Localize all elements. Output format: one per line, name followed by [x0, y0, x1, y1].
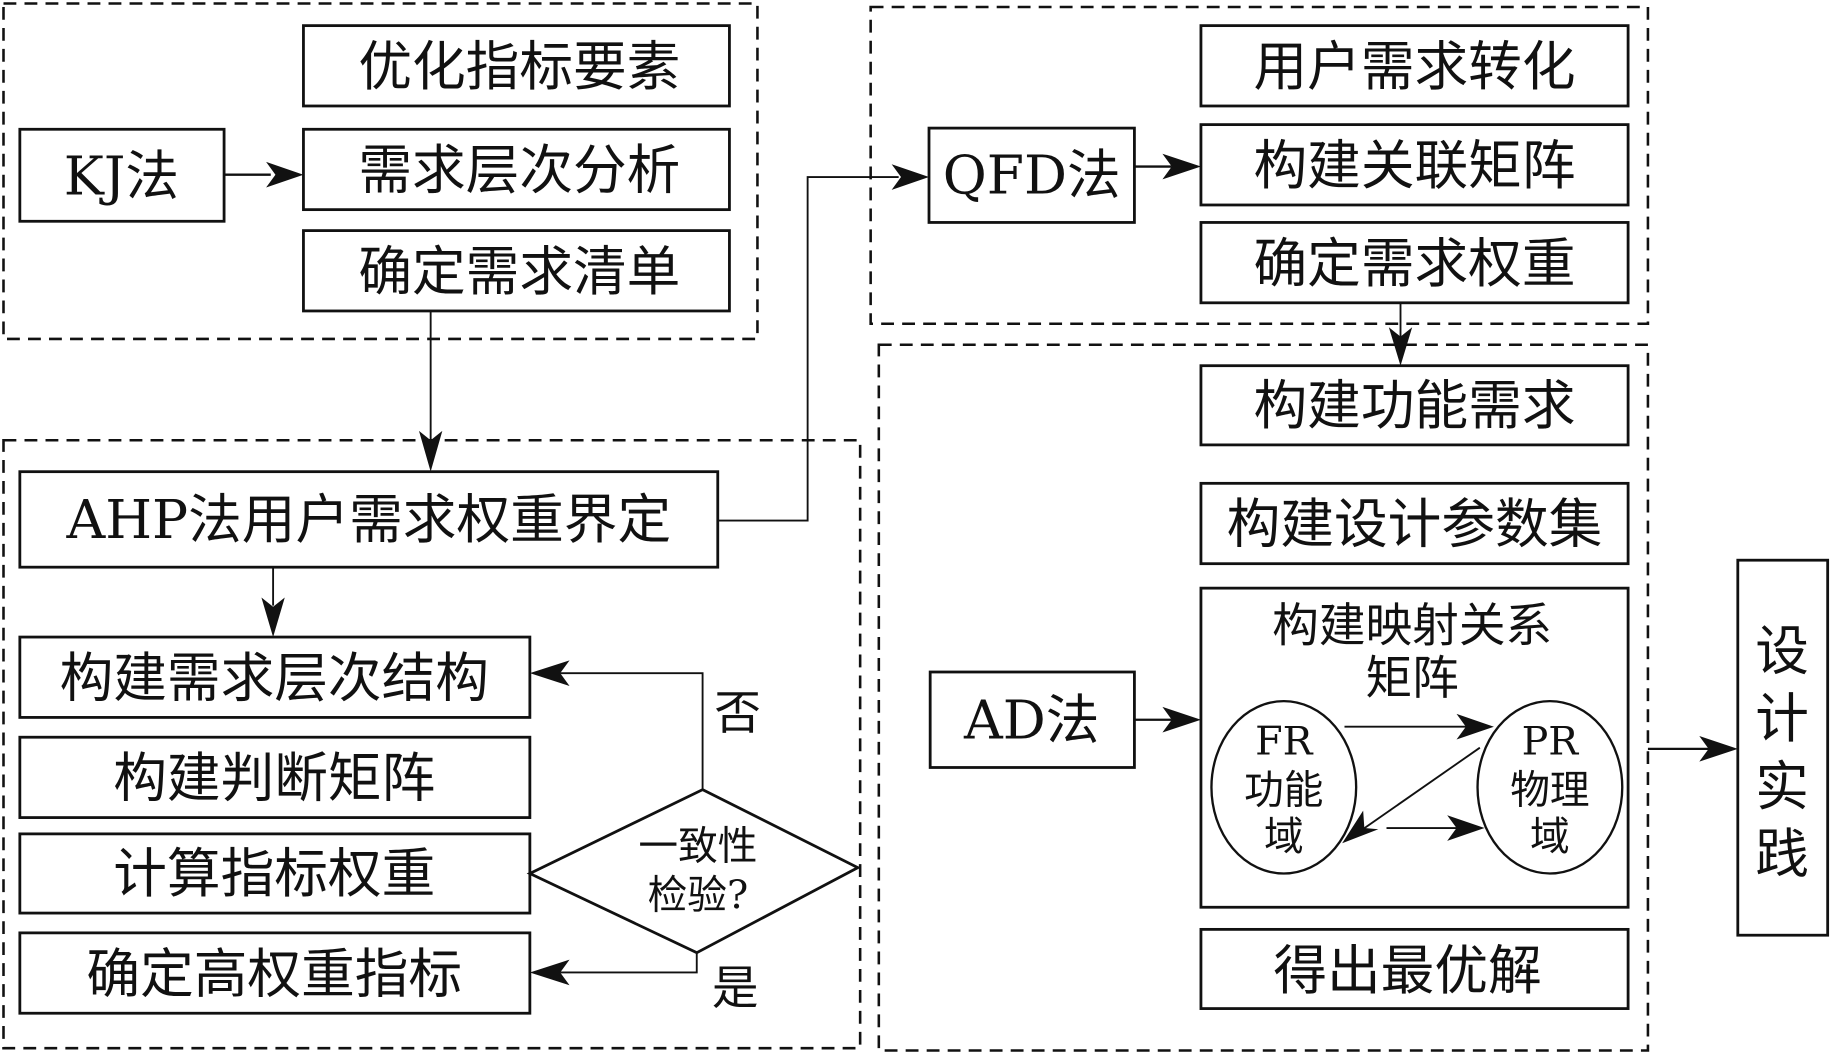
kj-step-optimize-indicators[interactable]: 优化指标要素 — [302, 24, 731, 108]
fr-line1: 功能 — [1244, 768, 1323, 814]
practice-char: 践 — [1755, 822, 1809, 885]
practice-char: 计 — [1755, 687, 1809, 750]
ad-step-functional-requirements[interactable]: 构建功能需求 — [1199, 364, 1630, 447]
ad-group-frame — [877, 343, 1650, 1052]
design-practice-node[interactable]: 设 计 实 践 — [1736, 558, 1830, 937]
arrow-ad-to-practice — [1647, 736, 1738, 762]
ahp-step-label: 确定高权重指标 — [86, 942, 462, 1005]
arrow-fr-to-pr-lower — [1386, 815, 1485, 841]
ahp-step-compute-weights[interactable]: 计算指标权重 — [18, 832, 532, 915]
fr-code: FR — [1255, 719, 1314, 765]
qfd-group-frame — [869, 5, 1650, 326]
decision-line2: 检验? — [648, 872, 749, 918]
mapping-title-line2: 矩阵 — [1366, 651, 1459, 705]
arrow-qfd-to-matrix — [1134, 153, 1201, 180]
qfd-step-label: 确定需求权重 — [1254, 232, 1576, 295]
arrow-ahp-to-hierarchy — [261, 567, 285, 638]
qfd-step-label: 构建关联矩阵 — [1254, 134, 1576, 197]
ahp-step-high-weight-indicators[interactable]: 确定高权重指标 — [18, 931, 532, 1015]
arrow-list-to-ahp — [418, 310, 443, 472]
fr-domain-node[interactable]: FR 功能 域 — [1210, 699, 1358, 875]
ahp-step-build-hierarchy[interactable]: 构建需求层次结构 — [18, 635, 532, 719]
ahp-step-label: 计算指标权重 — [113, 842, 435, 905]
qfd-step-requirement-weights[interactable]: 确定需求权重 — [1199, 221, 1630, 305]
qfd-step-relation-matrix[interactable]: 构建关联矩阵 — [1199, 123, 1630, 207]
ad-method-node[interactable]: AD法 — [928, 670, 1136, 769]
kj-step-label: 确定需求清单 — [358, 240, 680, 303]
ahp-method-label: AHP法用户需求权重界定 — [65, 488, 671, 551]
kj-step-requirement-list[interactable]: 确定需求清单 — [302, 229, 731, 313]
ad-step-label: 构建功能需求 — [1254, 374, 1576, 437]
ad-result-optimal-solution[interactable]: 得出最优解 — [1199, 927, 1630, 1010]
pr-code: PR — [1522, 719, 1580, 765]
ad-step-design-parameters[interactable]: 构建设计参数集 — [1199, 481, 1630, 566]
arrow-ahp-to-qfd — [717, 164, 930, 522]
ahp-step-label: 构建判断矩阵 — [113, 747, 435, 810]
arrow-kj-to-analysis — [224, 161, 304, 188]
consistency-check-decision[interactable]: 一致性 检验? — [526, 788, 861, 955]
qfd-method-node[interactable]: QFD法 — [927, 126, 1136, 224]
mapping-title-line1: 构建映射关系 — [1272, 599, 1552, 653]
ad-step-label: 构建设计参数集 — [1227, 493, 1603, 556]
pr-line1: 物理 — [1510, 768, 1589, 814]
qfd-step-requirement-conversion[interactable]: 用户需求转化 — [1199, 24, 1630, 108]
arrow-qfd-to-ad — [1388, 302, 1413, 366]
kj-step-hierarchy-analysis[interactable]: 需求层次分析 — [302, 127, 731, 212]
arrow-fr-to-pr — [1344, 713, 1494, 740]
arrow-pr-to-fr — [1342, 746, 1481, 844]
kj-step-label: 需求层次分析 — [358, 139, 680, 202]
ad-result-label: 得出最优解 — [1273, 939, 1541, 1002]
yes-label: 是 — [712, 961, 759, 1015]
pr-line2: 域 — [1530, 814, 1570, 860]
kj-method-label: KJ法 — [64, 145, 179, 208]
kj-step-label: 优化指标要素 — [358, 35, 680, 98]
practice-char: 设 — [1755, 620, 1809, 683]
arrow-decision-no — [529, 660, 704, 790]
ad-method-label: AD法 — [963, 688, 1099, 751]
fr-line2: 域 — [1264, 814, 1304, 860]
ahp-step-judgment-matrix[interactable]: 构建判断矩阵 — [18, 735, 532, 819]
practice-char: 实 — [1755, 755, 1809, 818]
arrow-ad-to-mapping — [1134, 706, 1201, 733]
mapping-matrix-box[interactable]: 构建映射关系 矩阵 — [1199, 586, 1630, 909]
arrow-decision-yes — [529, 952, 698, 986]
no-label: 否 — [714, 686, 761, 740]
decision-line1: 一致性 — [638, 824, 757, 870]
ahp-method-node[interactable]: AHP法用户需求权重界定 — [18, 470, 720, 569]
kj-method-node[interactable]: KJ法 — [18, 127, 226, 223]
ahp-step-label: 构建需求层次结构 — [60, 647, 489, 710]
qfd-method-label: QFD法 — [943, 143, 1121, 206]
pr-domain-node[interactable]: PR 物理 域 — [1476, 699, 1624, 875]
qfd-step-label: 用户需求转化 — [1254, 35, 1576, 98]
